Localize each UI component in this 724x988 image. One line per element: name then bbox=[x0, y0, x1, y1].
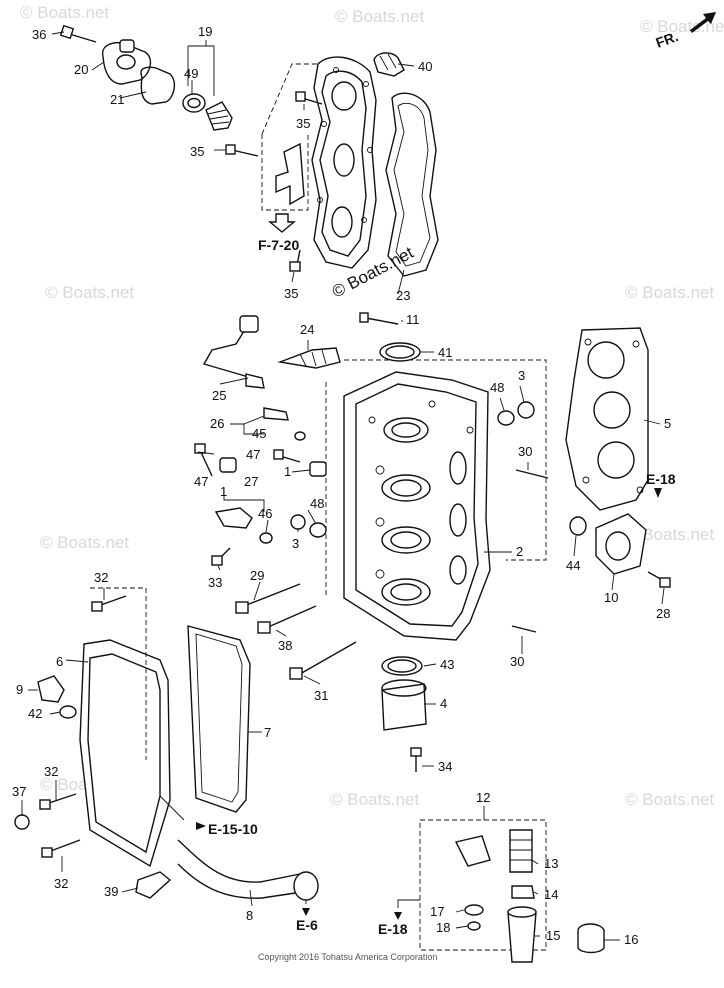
arrow-right-icon bbox=[196, 822, 206, 830]
callout-1a: 1 bbox=[284, 464, 291, 479]
callout-48a: 48 bbox=[310, 496, 324, 511]
callout-6: 6 bbox=[56, 654, 63, 669]
ref-f-7-20: F-7-20 bbox=[258, 237, 299, 253]
ref-e-18-bottom: E-18 bbox=[378, 921, 408, 937]
callout-2: 2 bbox=[516, 544, 523, 559]
watermark: © Boats.net bbox=[335, 7, 424, 26]
watermark: © Boats.net bbox=[20, 3, 109, 22]
callout-4: 4 bbox=[440, 696, 447, 711]
ref-e-18-right: E-18 bbox=[646, 471, 676, 487]
callout-29: 29 bbox=[250, 568, 264, 583]
head-cover-group bbox=[225, 52, 439, 277]
ref-e-6: E-6 bbox=[296, 917, 318, 933]
callout-3a: 3 bbox=[292, 536, 299, 551]
callout-36: 36 bbox=[32, 27, 46, 42]
callout-48b: 48 bbox=[490, 380, 504, 395]
arrow-down-icon bbox=[302, 908, 310, 916]
callout-45: 45 bbox=[252, 426, 266, 441]
callout-23: 23 bbox=[396, 288, 410, 303]
watermark: © Boats.net bbox=[625, 790, 714, 809]
copyright-text: Copyright 2016 Tohatsu America Corporati… bbox=[258, 952, 437, 962]
block-hardware bbox=[194, 312, 671, 772]
leader-lines bbox=[21, 31, 665, 941]
callout-43: 43 bbox=[440, 657, 454, 672]
callout-12: 12 bbox=[476, 790, 490, 805]
callout-35a: 35 bbox=[296, 116, 310, 131]
callout-42: 42 bbox=[28, 706, 42, 721]
callout-11: 11 bbox=[406, 312, 420, 327]
callout-30a: 30 bbox=[518, 444, 532, 459]
callout-38: 38 bbox=[278, 638, 292, 653]
callout-14: 14 bbox=[544, 887, 558, 902]
callout-31: 31 bbox=[314, 688, 328, 703]
cylinder-block-group bbox=[325, 359, 547, 641]
callout-33: 33 bbox=[208, 575, 222, 590]
watermark: © Boats.net bbox=[40, 533, 129, 552]
callout-28: 28 bbox=[656, 606, 670, 621]
callout-8: 8 bbox=[246, 908, 253, 923]
filter-group bbox=[419, 819, 605, 963]
front-label: FR. bbox=[654, 28, 681, 51]
watermark: © Boats.net bbox=[330, 790, 419, 809]
callout-20: 20 bbox=[74, 62, 88, 77]
callout-30b: 30 bbox=[510, 654, 524, 669]
callout-41: 41 bbox=[438, 345, 452, 360]
callout-15: 15 bbox=[546, 928, 560, 943]
callout-47b: 47 bbox=[194, 474, 208, 489]
callout-1b: 1 bbox=[220, 484, 227, 499]
thermostat-cover-group bbox=[59, 24, 233, 131]
callout-9: 9 bbox=[16, 682, 23, 697]
callout-32a: 32 bbox=[94, 570, 108, 585]
callout-16: 16 bbox=[624, 932, 638, 947]
callout-46: 46 bbox=[258, 506, 272, 521]
callout-32c: 32 bbox=[54, 876, 68, 891]
callout-24: 24 bbox=[300, 322, 314, 337]
callout-49: 49 bbox=[184, 66, 198, 81]
callout-35c: 35 bbox=[284, 286, 298, 301]
callout-40: 40 bbox=[418, 59, 432, 74]
callout-35b: 35 bbox=[190, 144, 204, 159]
callout-7: 7 bbox=[264, 725, 271, 740]
callout-47a: 47 bbox=[246, 447, 260, 462]
callout-5: 5 bbox=[664, 416, 671, 431]
callout-3b: 3 bbox=[518, 368, 525, 383]
side-cover-group bbox=[14, 587, 319, 901]
callout-18: 18 bbox=[436, 920, 450, 935]
callout-17: 17 bbox=[430, 904, 444, 919]
front-direction-indicator: FR. bbox=[654, 12, 716, 51]
arrow-down-icon bbox=[654, 488, 662, 498]
watermark: © Boats.net bbox=[625, 525, 714, 544]
callout-44: 44 bbox=[566, 558, 580, 573]
callout-39: 39 bbox=[104, 884, 118, 899]
callout-21: 21 bbox=[110, 92, 124, 107]
ref-e-15-10: E-15-10 bbox=[208, 821, 258, 837]
callout-34: 34 bbox=[438, 759, 452, 774]
callout-19: 19 bbox=[198, 24, 212, 39]
callout-27: 27 bbox=[244, 474, 258, 489]
watermark: © Boats.net bbox=[625, 283, 714, 302]
callout-10: 10 bbox=[604, 590, 618, 605]
cross-references: F-7-20 E-18 E-15-10 E-6 E-18 bbox=[196, 237, 676, 937]
arrow-down-icon bbox=[394, 912, 402, 920]
callout-32b: 32 bbox=[44, 764, 58, 779]
callout-labels: 36 20 21 19 49 40 35 35 35 23 11 41 24 2… bbox=[12, 24, 671, 947]
callout-37: 37 bbox=[12, 784, 26, 799]
callout-26: 26 bbox=[210, 416, 224, 431]
front-arrow-icon bbox=[690, 12, 716, 33]
watermark: © Boats.net bbox=[45, 283, 134, 302]
callout-13: 13 bbox=[544, 856, 558, 871]
callout-25: 25 bbox=[212, 388, 226, 403]
